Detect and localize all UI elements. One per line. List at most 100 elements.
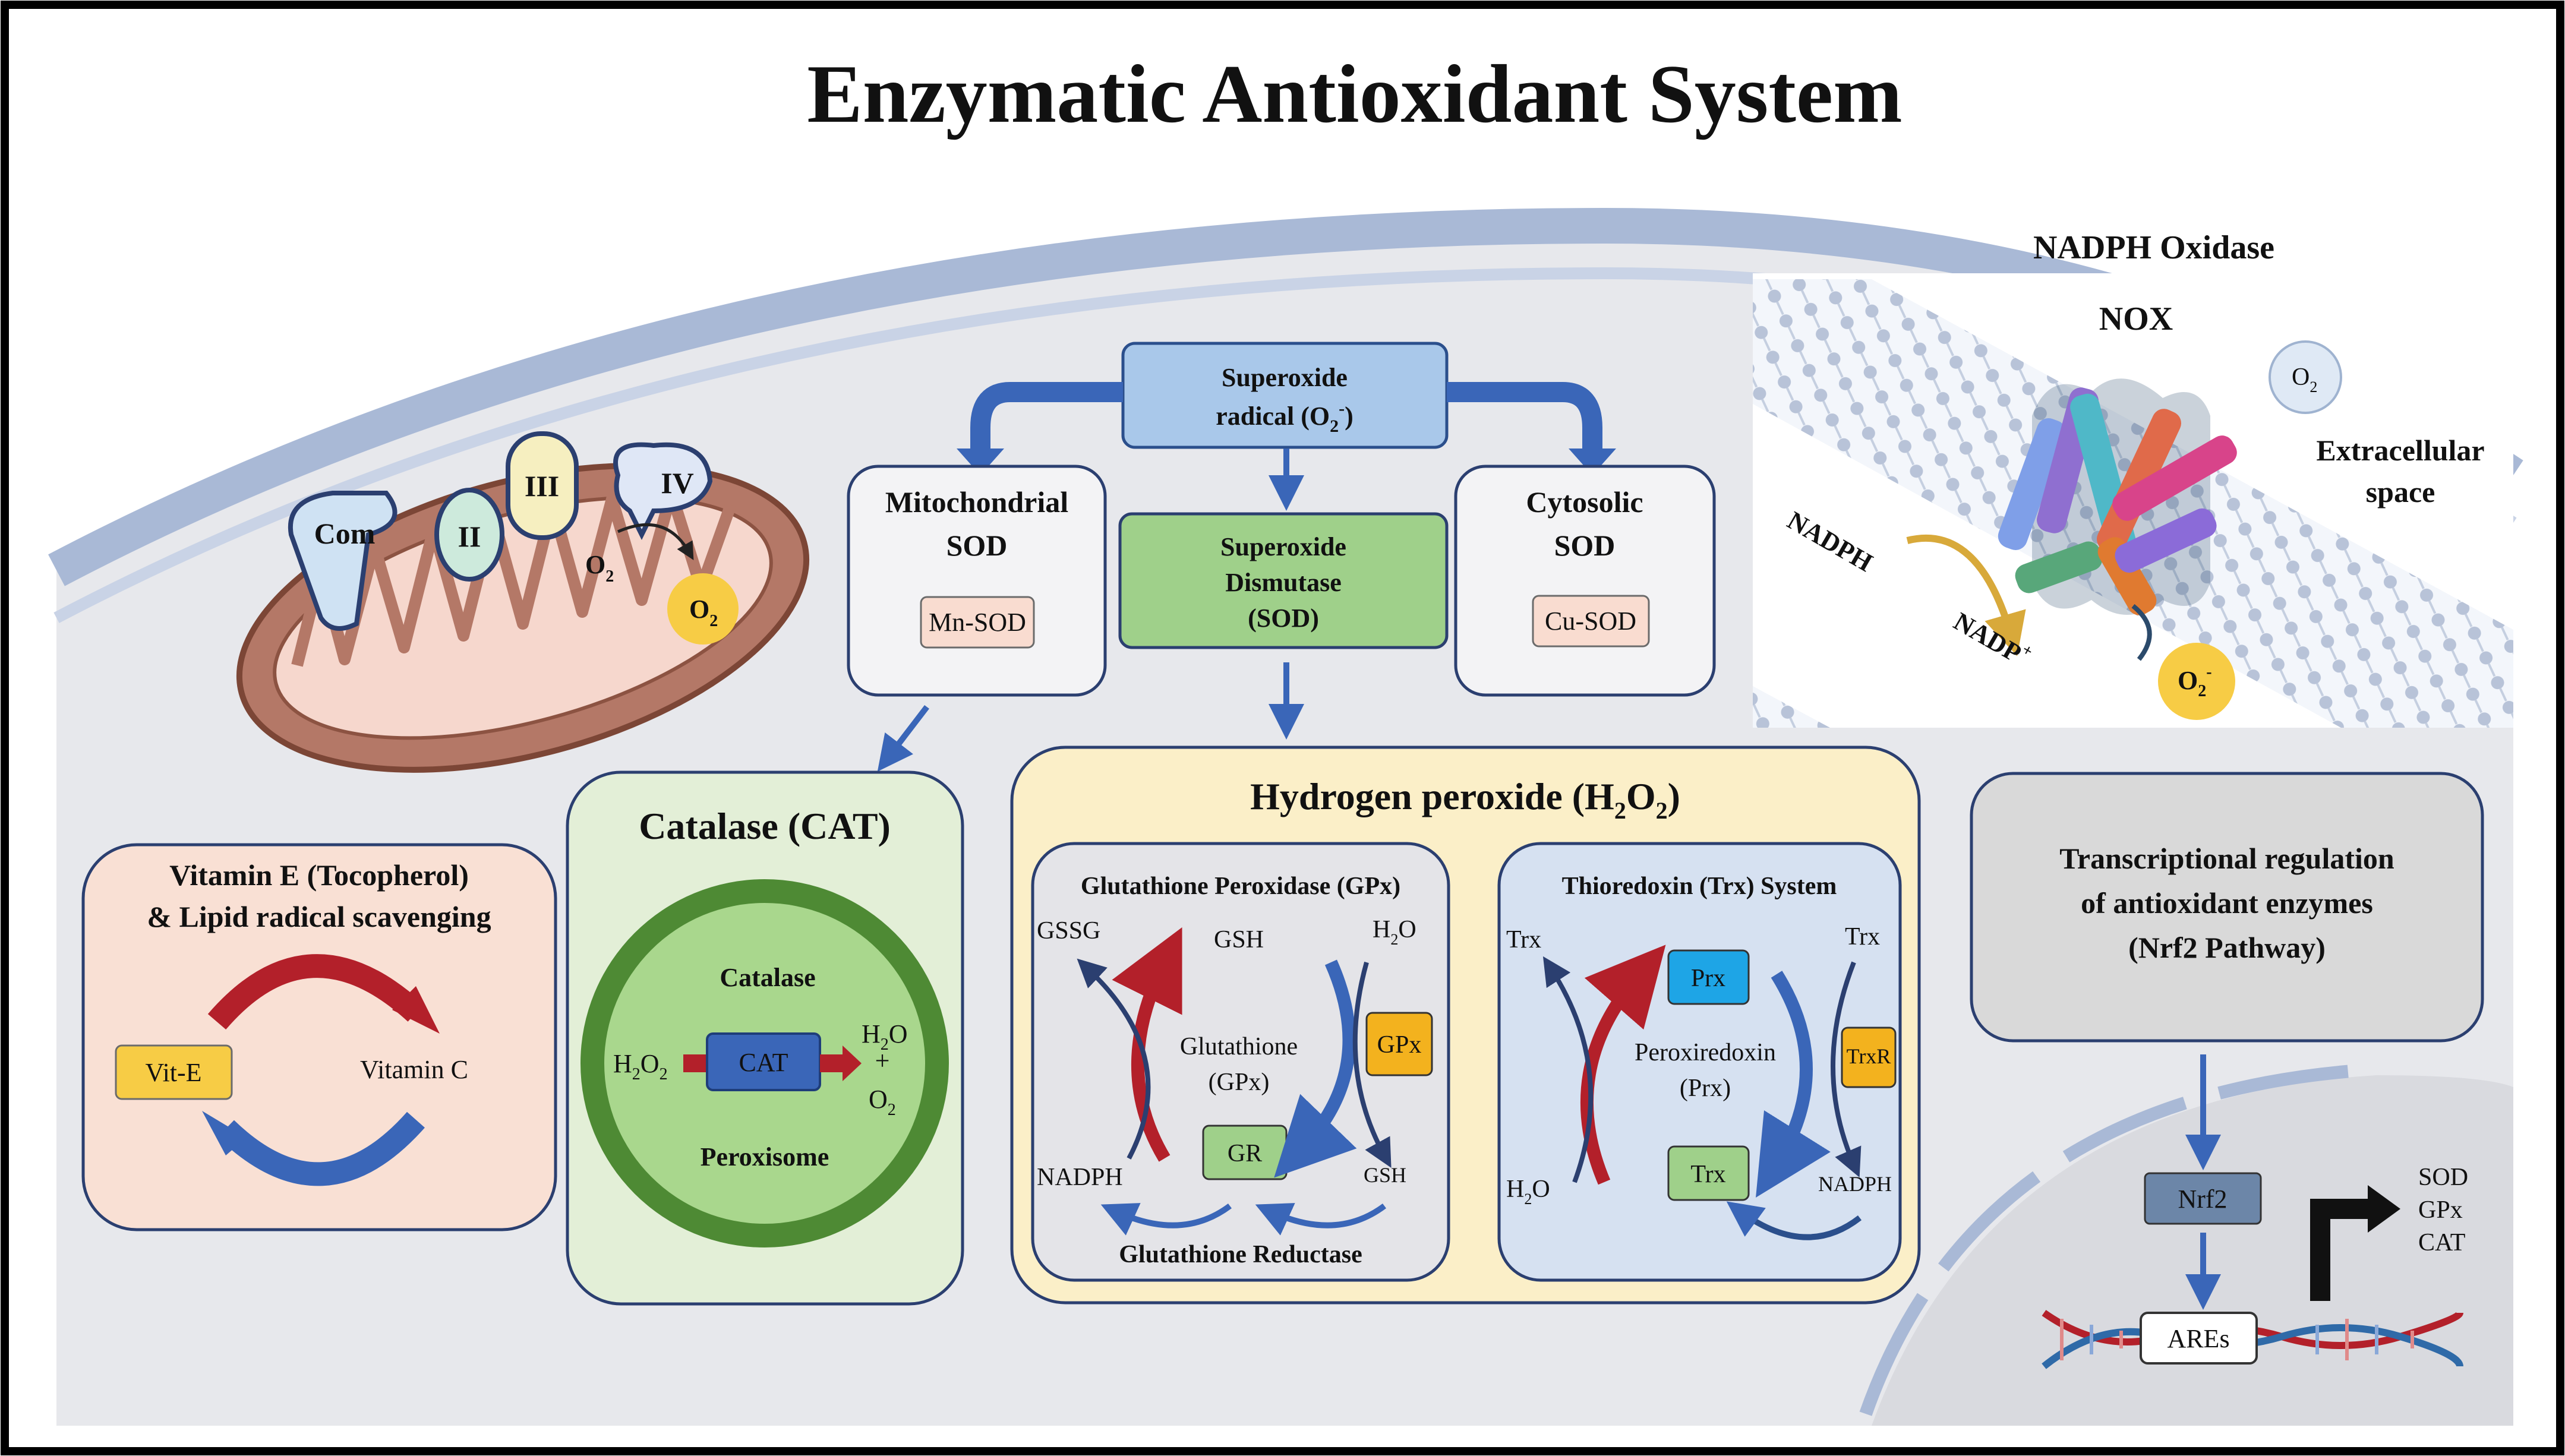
trx-navy-arc-2 [1831,961,1862,1177]
nrf2-output-gpx: GPx [2418,1196,2463,1224]
sod-line1: Superoxide [1220,532,1346,561]
nox-protein [1998,378,2237,661]
gpx-navy-arc-1 [1077,958,1151,1160]
cyto-sod-line1: Cytosolic [1526,485,1643,519]
svg-text:II: II [458,520,481,553]
h2o2-title: Hydrogen peroxide (H2O2) [1250,775,1680,824]
cyto-sod-line2: SOD [1554,529,1616,562]
trx-title: Thioredoxin (Trx) System [1562,873,1837,900]
mn-sod-tag [920,596,1035,649]
nadph-arrow [1906,535,2026,656]
vitamin-e-blue-arc [217,1111,425,1186]
trx-nadph: NADPH [1818,1172,1892,1196]
nrf2-output-sod: SOD [2418,1164,2468,1191]
gpx-center-line2: (GPx) [1209,1069,1270,1096]
mito-sod-line2: SOD [947,529,1008,562]
cu-sod-tag [1532,595,1650,648]
vitamin-e-blue-arc-head [202,1111,247,1155]
nrf2-panel [1970,772,2484,1043]
sod-line3: (SOD) [1248,604,1319,633]
nox-membrane-bottom [1753,686,1830,728]
gpx-reductase-arc-2 [1255,1203,1386,1236]
arrow-to-catalase [877,705,929,772]
trx-blue-arc-1 [1756,971,1831,1198]
nox-superoxide-circle [2158,643,2235,720]
catalase-in-arrow [683,1054,707,1072]
gpx-h2o: H2O [1373,916,1416,948]
trx-h2o: H2O [1506,1176,1550,1208]
mn-sod-label: Mn-SOD [929,608,1026,637]
gpx-red-arc-1 [1112,927,1182,1162]
mito-sod-box [847,465,1107,697]
complex-iv: IV [613,442,713,540]
trxr-enzyme-tag [1841,1027,1897,1088]
catalase-plus: + [875,1046,890,1075]
gpx-center-line1: Glutathione [1180,1033,1298,1060]
trx-enzyme-label: Trx [1690,1161,1725,1188]
nox-label: NOX [2099,301,2173,337]
transcription-arrow [2310,1199,2371,1301]
vitamin-e-line1: Vitamin E (Tocopherol) [169,858,469,892]
mito-sod-line1: Mitochondrial [885,485,1068,519]
gpx-title: Glutathione Peroxidase (GPx) [1081,873,1400,900]
sod-line2: Dismutase [1225,568,1342,597]
catalase-out-arrow [820,1054,844,1072]
catalase-o2: O2 [869,1085,896,1119]
gpx-navy-arc-2 [1352,961,1392,1168]
vitamin-e-red-arc-head [392,986,440,1034]
glutathione-reductase-label: Glutathione Reductase [1119,1241,1362,1268]
prx-enzyme-label: Prx [1691,965,1725,992]
trx-right-label: Trx [1845,923,1880,950]
mito-reaction-arrow [617,523,694,561]
vit-e-tag [115,1044,233,1100]
trx-navy-arc-1 [1542,956,1594,1183]
complex-com: Com [288,491,397,631]
vitamin-e-panel [81,843,557,1231]
prx-center-line1: Peroxiredoxin [1635,1039,1776,1066]
mito-o2-label: O2 [585,550,614,586]
sod-box [1118,512,1449,649]
arrow-to-mito-sod-head [957,449,1004,475]
vitamin-e-red-arc [207,954,424,1030]
nrf2-output-cat: CAT [2418,1229,2465,1256]
gpx-gssg: GSSG [1037,917,1100,945]
mitochondrion [236,463,810,773]
arrow-to-cyto-sod [1447,382,1602,451]
gr-enzyme-label: GR [1228,1140,1262,1167]
nrf2-line1: Transcriptional regulation [2059,842,2394,875]
vit-c-label: Vitamin C [360,1055,468,1084]
trx-enzyme-tag [1667,1145,1750,1201]
ares-label: AREs [2167,1324,2229,1353]
nox-o2-label: O2 [2292,364,2317,396]
nox-title: NADPH Oxidase [2033,229,2274,266]
superoxide-box [1121,342,1449,449]
cu-sod-label: Cu-SOD [1545,607,1636,636]
gpx-gsh: GSH [1214,926,1264,953]
gpx-nadph: NADPH [1037,1164,1123,1191]
trx-cycle-arc [1726,1201,1862,1240]
nox-o2-circle [2269,340,2342,414]
complex-iii: III [506,431,579,540]
gpx-enzyme-tag [1365,1012,1433,1076]
catalase-out-arrow-head [843,1046,862,1081]
nucleus [1872,1075,2513,1426]
peroxisome-label: Peroxisome [701,1142,829,1171]
gpx-enzyme-label: GPx [1377,1031,1422,1059]
nrf2-line2: of antioxidant enzymes [2081,886,2373,920]
trxr-enzyme-label: TrxR [1847,1044,1891,1068]
prx-enzyme-tag [1667,949,1750,1005]
svg-text:Com: Com [314,517,376,550]
vitamin-e-line2: & Lipid radical scavenging [147,900,491,933]
vit-e-label: Vit-E [145,1058,201,1087]
gpx-blue-arc-1 [1274,959,1357,1178]
extracellular-line1: Extracellular [2316,434,2484,467]
complex-ii: II [434,488,504,582]
svg-text:IV: IV [661,466,694,500]
svg-text:III: III [525,469,559,503]
prx-center-line2: (Prx) [1680,1075,1731,1102]
catalase-h2o2: H2O2 [613,1049,668,1084]
nox-superoxide-label: O2- [2178,663,2212,700]
nuclear-envelope [1859,1063,2377,1416]
